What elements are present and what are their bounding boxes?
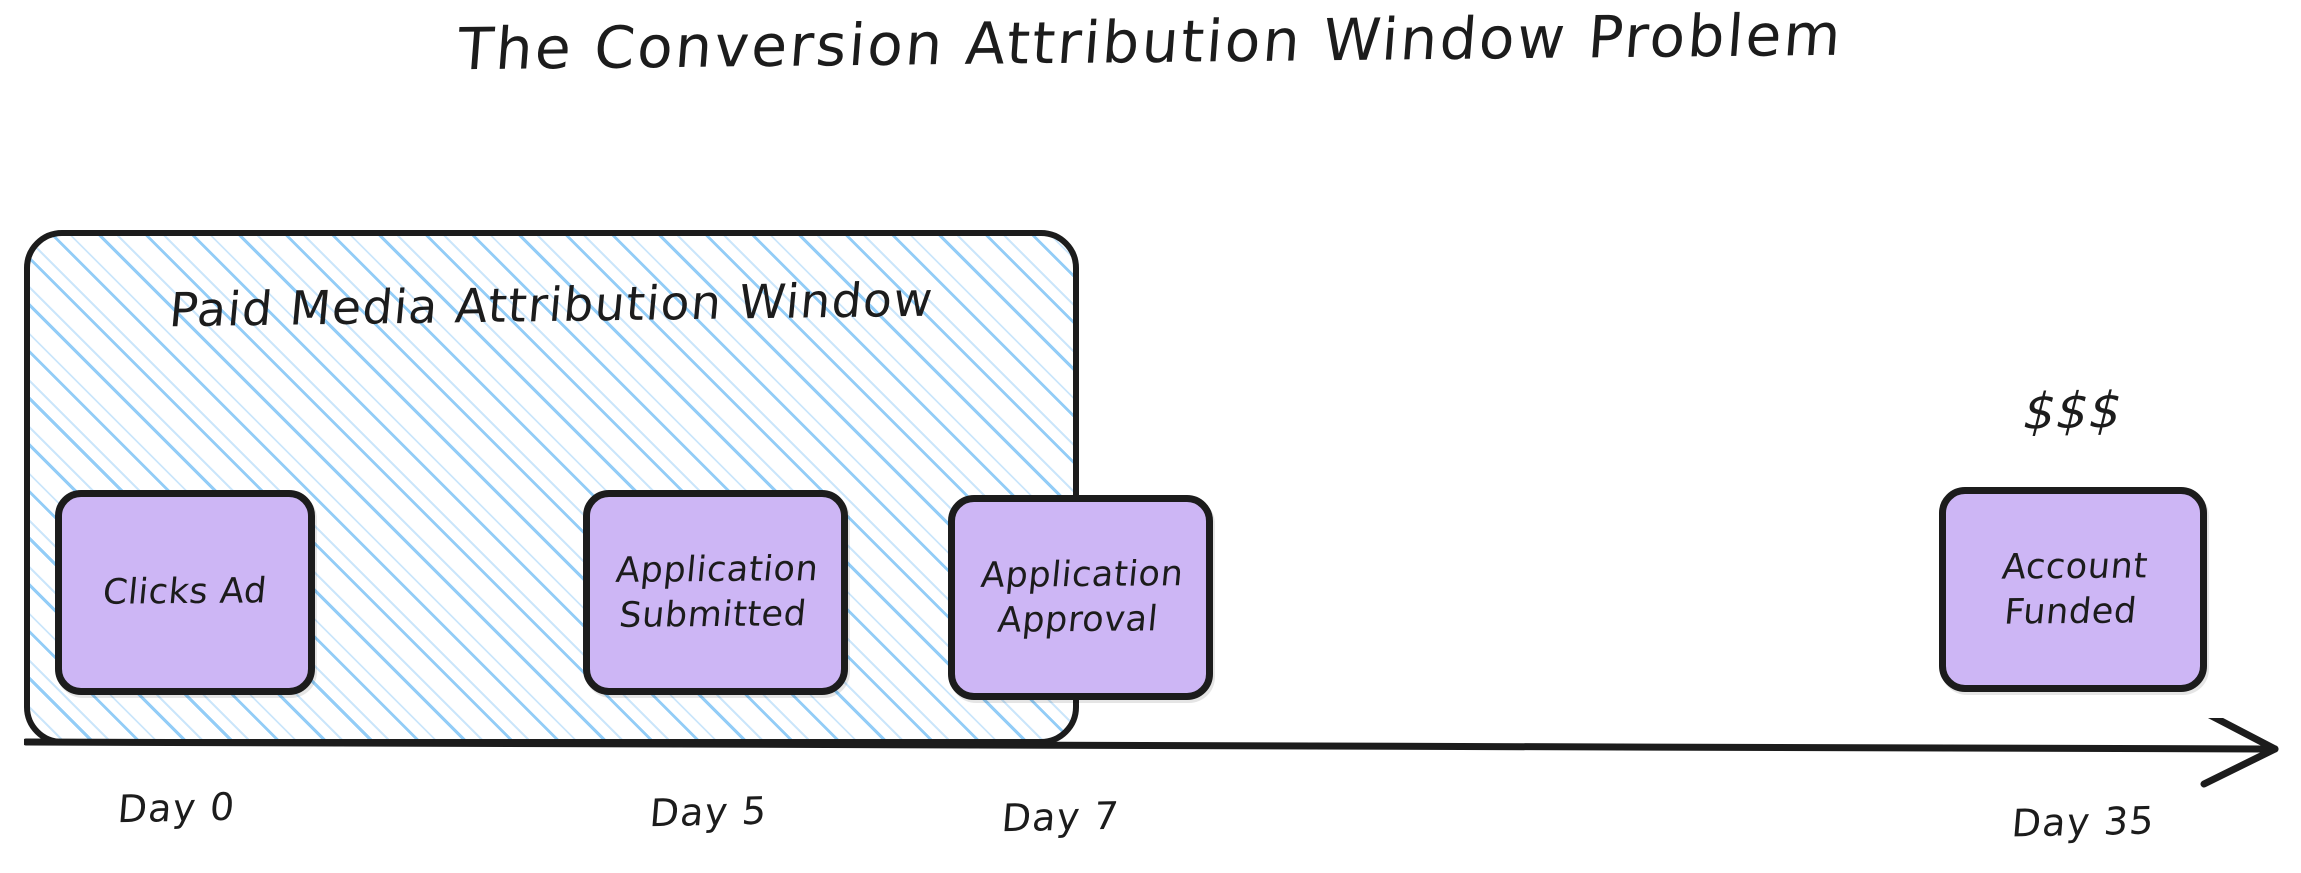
node-account-funded-label: Account Funded xyxy=(2000,546,2150,633)
page-title: The Conversion Attribution Window Proble… xyxy=(455,0,1846,84)
day-tick-label-35: Day 35 xyxy=(2010,798,2157,846)
day-tick-label-7: Day 7 xyxy=(1000,793,1122,841)
node-application-submitted-label: Application Submitted xyxy=(614,548,821,636)
arrow-head-lower-icon xyxy=(2200,745,2279,788)
day-tick-label-5: Day 5 xyxy=(648,788,770,836)
node-clicks-ad[interactable]: Clicks Ad xyxy=(55,490,315,695)
day-tick-label-0: Day 0 xyxy=(116,784,238,832)
attribution-window-label: Paid Media Attribution Window xyxy=(167,272,936,339)
money-annotation: $$$ xyxy=(2022,381,2124,441)
node-application-submitted[interactable]: Application Submitted xyxy=(583,490,848,695)
node-clicks-ad-label: Clicks Ad xyxy=(101,571,269,613)
node-application-approval-label: Application Approval xyxy=(979,553,1186,641)
arrow-head-upper-icon xyxy=(2207,718,2279,753)
node-application-approval[interactable]: Application Approval xyxy=(948,495,1213,700)
node-account-funded[interactable]: Account Funded xyxy=(1939,487,2207,692)
